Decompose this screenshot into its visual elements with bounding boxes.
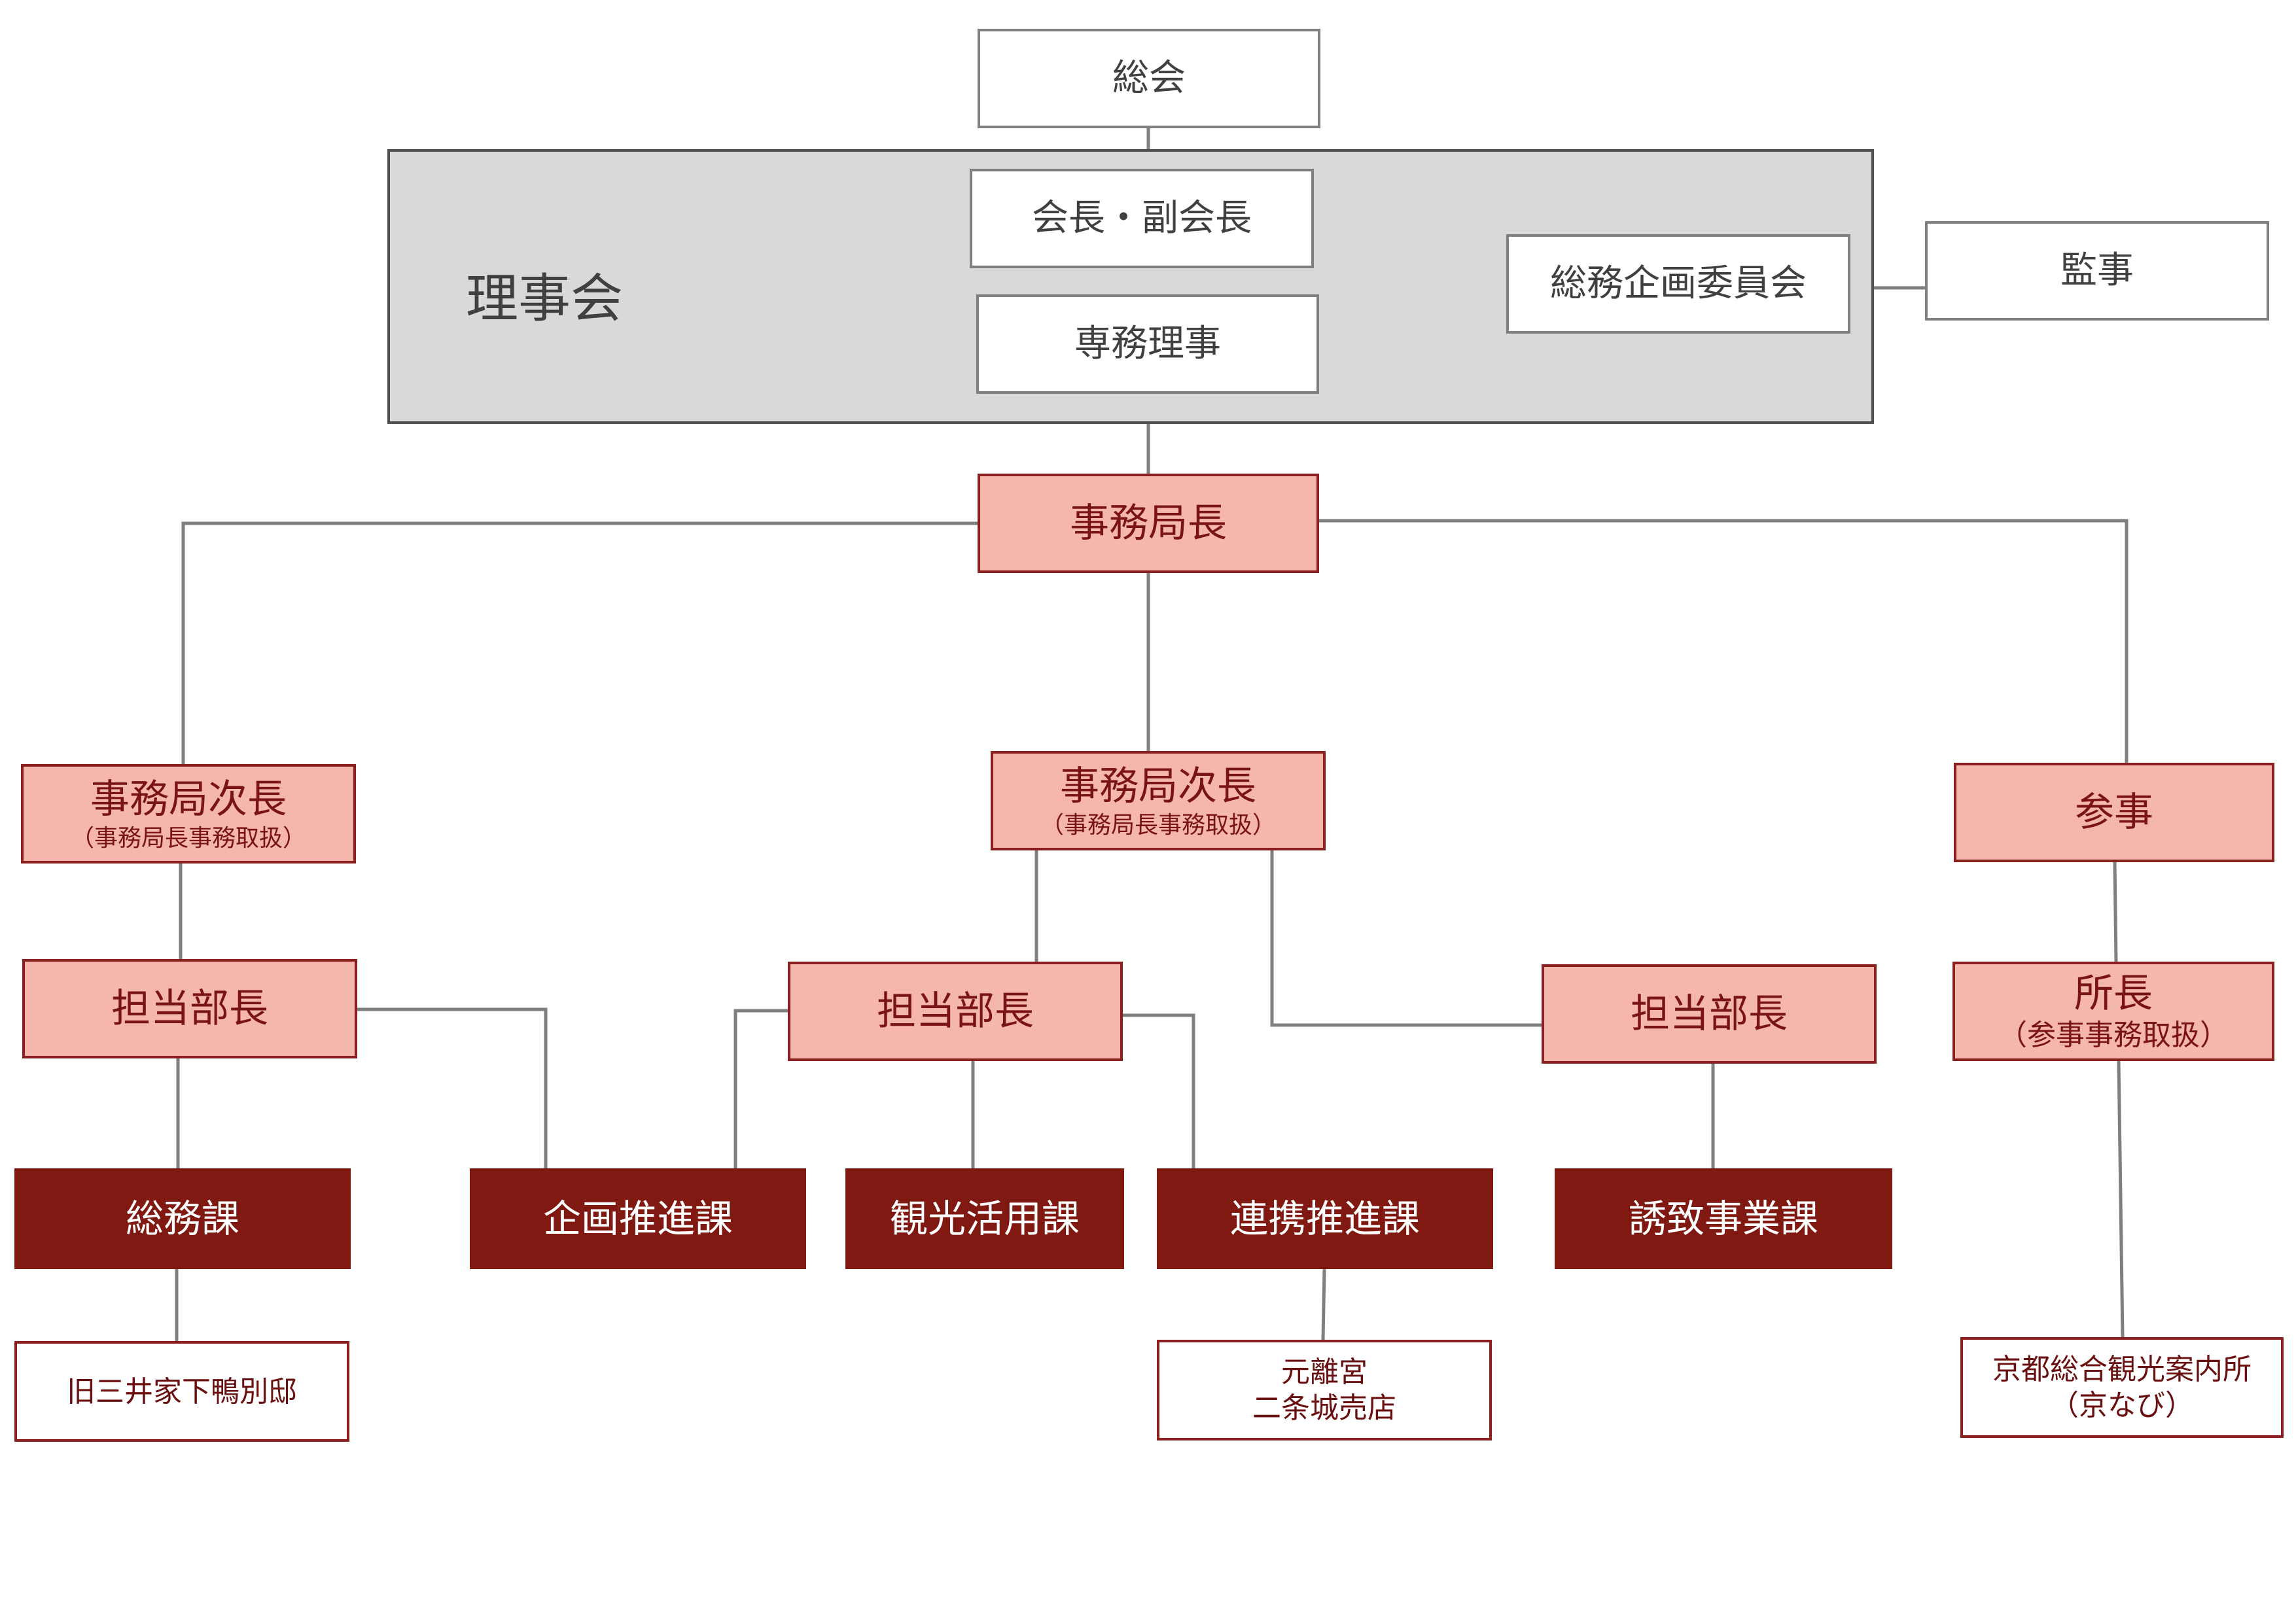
kyonavi-label-line1: 京都総合観光案内所 [1992, 1353, 2252, 1386]
manager-3-box: 担当部長 [1542, 964, 1877, 1064]
deputy-left-box: 事務局次長 （事務局長事務取扱） [21, 764, 356, 864]
chair-label: 会長・副会長 [1032, 197, 1252, 239]
chair-box: 会長・副会長 [970, 169, 1314, 268]
auditor-label: 監事 [2060, 249, 2134, 292]
deputy-center-box: 事務局次長 （事務局長事務取扱） [991, 751, 1326, 850]
secretary-general-box: 事務局長 [978, 474, 1319, 573]
shimogamo-facility-box: 旧三井家下鴨別邸 [14, 1341, 349, 1442]
rikyu-label-line2: 二条城売店 [1252, 1391, 1396, 1425]
exec-director-box: 専務理事 [976, 294, 1319, 394]
general-affairs-section: 総務課 [14, 1168, 351, 1269]
deputy-left-note: （事務局長事務取扱） [70, 824, 306, 852]
committee-label: 総務企画委員会 [1550, 262, 1807, 305]
connector-secgen-councilor [1319, 519, 2128, 763]
connector-manager2-partnership [1123, 1013, 1195, 1168]
manager-2-label: 担当部長 [877, 988, 1034, 1034]
councilor-label: 参事 [2075, 789, 2153, 835]
manager-3-label: 担当部長 [1631, 990, 1788, 1037]
planning-label: 企画推進課 [542, 1196, 733, 1241]
deputy-center-note: （事務局長事務取扱） [1040, 811, 1276, 839]
kyonavi-label-line2: （京なび） [2050, 1389, 2194, 1422]
secretary-general-label: 事務局長 [1070, 500, 1227, 546]
connector-manager1-planning [357, 1007, 548, 1168]
director-note: （参事事務取扱） [1998, 1019, 2229, 1053]
director-box: 所長 （参事事務取扱） [1952, 962, 2274, 1061]
general-meeting-box: 総会 [978, 29, 1320, 128]
connector-councilor-director [2113, 862, 2118, 962]
manager-2-box: 担当部長 [788, 962, 1123, 1061]
exec-director-label: 専務理事 [1074, 323, 1221, 365]
deputy-left-label: 事務局次長 [90, 776, 287, 822]
planning-section: 企画推進課 [470, 1168, 806, 1269]
connector-manager2-planning [733, 1009, 788, 1168]
rikyu-label-line1: 元離宮 [1281, 1355, 1368, 1389]
attraction-label: 誘致事業課 [1628, 1196, 1818, 1241]
tourism-label: 観光活用課 [889, 1196, 1080, 1241]
manager-1-label: 担当部長 [111, 985, 268, 1032]
attraction-section: 誘致事業課 [1555, 1168, 1892, 1269]
deputy-center-label: 事務局次長 [1060, 763, 1256, 809]
rikyu-facility-box: 元離宮 二条城売店 [1157, 1340, 1492, 1440]
auditor-box: 監事 [1925, 221, 2269, 321]
committee-box: 総務企画委員会 [1506, 234, 1850, 334]
general-meeting-label: 総会 [1112, 57, 1186, 99]
partnership-section: 連携推進課 [1157, 1168, 1493, 1269]
director-label: 所長 [2074, 971, 2153, 1017]
connector-secgen-deputy-left [181, 521, 978, 764]
connector-director-kyonavi [2117, 1060, 2125, 1338]
connector-deputy-center-manager3 [1270, 850, 1542, 1027]
manager-1-box: 担当部長 [22, 959, 357, 1058]
kyonavi-facility-box: 京都総合観光案内所 （京なび） [1960, 1337, 2284, 1438]
general-affairs-label: 総務課 [125, 1196, 239, 1241]
connector-partnership-rikyu [1321, 1268, 1326, 1340]
partnership-label: 連携推進課 [1229, 1196, 1420, 1241]
board-title: 理事会 [466, 268, 623, 329]
councilor-box: 参事 [1954, 763, 2274, 862]
shimogamo-label: 旧三井家下鴨別邸 [67, 1374, 297, 1408]
tourism-section: 観光活用課 [845, 1168, 1124, 1269]
